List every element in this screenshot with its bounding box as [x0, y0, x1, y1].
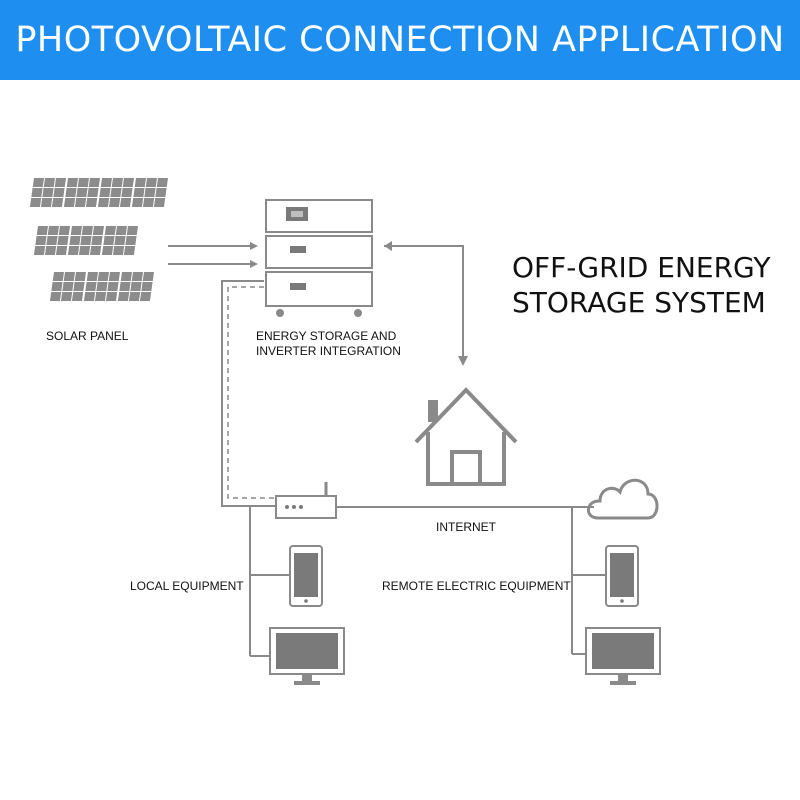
page-title: PHOTOVOLTAIC CONNECTION APPLICATION	[0, 0, 800, 80]
storage-label-line2: INVERTER INTEGRATION	[256, 344, 401, 358]
storage-label-line1: ENERGY STORAGE AND	[256, 329, 397, 343]
system-title-line1: OFF-GRID ENERGY	[512, 251, 771, 284]
system-title: OFF-GRID ENERGY STORAGE SYSTEM	[512, 250, 770, 320]
system-title-line2: STORAGE SYSTEM	[512, 286, 766, 319]
phone-icon	[289, 545, 323, 607]
battery-inverter-icon	[265, 199, 373, 317]
local-equipment-label: LOCAL EQUIPMENT	[130, 579, 244, 593]
monitor-icon	[585, 627, 661, 685]
storage-house-arrow	[384, 241, 468, 366]
diagram-canvas	[29, 178, 661, 685]
internet-label: INTERNET	[436, 520, 496, 534]
remote-equipment-label: REMOTE ELECTRIC EQUIPMENT	[382, 579, 571, 593]
phone-icon	[605, 545, 639, 607]
solar-panel-label: SOLAR PANEL	[46, 329, 129, 343]
house-icon	[414, 387, 518, 486]
monitor-icon	[269, 627, 345, 685]
panel-to-storage-arrows	[168, 242, 258, 268]
solar-panel-icon	[29, 178, 168, 301]
local-equipment-lines	[249, 506, 290, 657]
storage-to-router-line	[221, 280, 276, 507]
remote-equipment-lines	[571, 506, 606, 655]
cloud-icon	[587, 478, 659, 520]
router-icon	[275, 482, 337, 519]
